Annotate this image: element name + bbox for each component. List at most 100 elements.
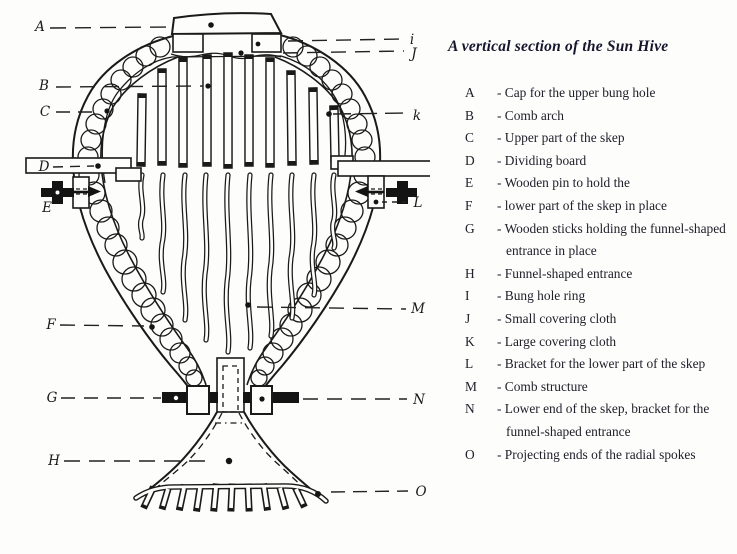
pin-arrow-left xyxy=(88,186,101,197)
dividing-board-right xyxy=(330,155,430,177)
legend-desc-line1: - Cap for the upper bung hole xyxy=(497,85,656,100)
legend-desc: - Comb arch xyxy=(497,105,564,128)
diagram-label-l: L xyxy=(413,195,423,211)
legend-desc: - Lower end of the skep, bracket for the… xyxy=(497,398,709,443)
legend-row: M - Comb structure xyxy=(465,376,737,399)
legend-desc-line1: - Upper part of the skep xyxy=(497,130,625,146)
legend-key: L xyxy=(465,356,474,372)
legend-key: F xyxy=(465,197,473,213)
legend-desc-line1: - Bracket for the lower part of the skep xyxy=(497,356,706,372)
bung-ring-right xyxy=(251,33,282,53)
legend-key: A xyxy=(465,85,475,100)
legend-desc-line2: entrance in place xyxy=(506,243,597,259)
legend-desc: - Bung hole ring xyxy=(497,285,585,308)
wooden-pin-right xyxy=(355,175,417,209)
legend-desc-line1: - Lower end of the skep, bracket for the xyxy=(497,401,710,417)
diagram-label-k: k xyxy=(413,108,421,124)
legend-key: K xyxy=(465,333,475,349)
diagram-labels: A B C D E F G H i J k L M N O xyxy=(33,19,426,500)
legend-desc-line1: - Comb arch xyxy=(497,107,564,123)
wooden-pin-left xyxy=(41,176,101,209)
legend-row: L - Bracket for the lower part of the sk… xyxy=(465,353,737,376)
legend-desc-line1: - Bung hole ring xyxy=(497,288,586,304)
bung-ring-left xyxy=(172,33,204,53)
legend-desc: - Funnel-shaped entrance xyxy=(497,263,632,286)
legend-desc-line1: - Funnel-shaped entrance xyxy=(497,265,633,281)
legend-row: B - Comb arch xyxy=(465,105,737,128)
diagram-label-n: N xyxy=(412,392,426,408)
legend-desc: - Comb structure xyxy=(497,376,588,399)
diagram-label-h: H xyxy=(47,453,60,469)
legend-row: E - Wooden pin to hold the xyxy=(465,172,737,195)
diagram-label-f: F xyxy=(45,317,56,333)
legend-key: J xyxy=(465,310,471,326)
legend-desc: - Dividing board xyxy=(497,150,586,173)
neck xyxy=(216,357,245,413)
legend-row: F - lower part of the skep in place xyxy=(465,195,737,218)
diagram-label-i: i xyxy=(410,32,414,48)
diagram-label-b: B xyxy=(38,78,49,94)
legend-desc: - lower part of the skep in place xyxy=(497,195,667,218)
legend-desc: - Wooden pin to hold the xyxy=(497,172,630,195)
legend-row: K - Large covering cloth xyxy=(465,331,737,354)
legend-desc-line1: - Wooden pin to hold the xyxy=(497,175,630,191)
diagram-label-g: G xyxy=(47,390,58,406)
legend-key: N xyxy=(465,401,475,417)
legend-desc-line1: - Small covering cloth xyxy=(497,310,617,326)
hive-diagram: A B C D E F G H i J k L M N O xyxy=(25,12,430,554)
legend-row: H - Funnel-shaped entrance xyxy=(465,263,737,286)
legend-row: O - Projecting ends of the radial spokes xyxy=(465,444,737,467)
legend-row: J - Small covering cloth xyxy=(465,308,737,331)
legend-desc: - Bracket for the lower part of the skep xyxy=(497,353,705,376)
legend-desc-line1: - Dividing board xyxy=(497,152,587,168)
legend-key: I xyxy=(465,288,470,304)
legend-desc-line1: - Projecting ends of the radial spokes xyxy=(497,446,696,462)
diagram-label-m: M xyxy=(410,301,426,317)
legend: A vertical section of the Sun Hive A - C… xyxy=(448,38,737,466)
legend-rows: A - Cap for the upper bung hole B - Comb… xyxy=(448,82,737,466)
leader-lines xyxy=(49,26,409,493)
neck-and-sticks xyxy=(162,357,299,424)
legend-desc: - Projecting ends of the radial spokes xyxy=(497,444,696,467)
comb-structure xyxy=(140,175,334,352)
legend-desc-line1: - Large covering cloth xyxy=(497,333,617,349)
legend-key: B xyxy=(465,107,474,123)
legend-key: G xyxy=(465,220,475,236)
marker-dots xyxy=(95,22,379,497)
legend-row: D - Dividing board xyxy=(465,150,737,173)
legend-key: D xyxy=(465,152,475,168)
diagram-label-d: D xyxy=(38,159,50,175)
pin-arrow-right xyxy=(355,186,368,197)
diagram-label-e: E xyxy=(41,200,52,216)
legend-key: E xyxy=(465,175,474,191)
large-covering-cloth xyxy=(101,55,347,184)
legend-row: G - Wooden sticks holding the funnel-sha… xyxy=(465,218,737,263)
diagram-label-j: J xyxy=(408,46,418,62)
radial-spokes xyxy=(136,486,326,508)
legend-desc-line2: funnel-shaped entrance xyxy=(506,423,631,439)
legend-desc: - Wooden sticks holding the funnel-shape… xyxy=(497,218,726,263)
legend-row: N - Lower end of the skep, bracket for t… xyxy=(465,398,737,443)
funnel-entrance xyxy=(136,411,326,508)
diagram-label-a: A xyxy=(33,19,45,35)
lower-bracket-left xyxy=(186,385,210,415)
legend-key: M xyxy=(465,378,477,394)
legend-desc: - Large covering cloth xyxy=(497,331,616,354)
dividing-board-left xyxy=(25,157,142,182)
legend-row: C - Upper part of the skep xyxy=(465,127,737,150)
legend-row: A - Cap for the upper bung hole xyxy=(465,82,737,105)
diagram-label-c: C xyxy=(40,104,51,120)
legend-desc: - Upper part of the skep xyxy=(497,127,625,150)
legend-desc-line1: - Comb structure xyxy=(497,378,588,394)
legend-key: C xyxy=(465,130,474,146)
legend-desc-line1: - lower part of the skep in place xyxy=(497,197,667,213)
legend-title: A vertical section of the Sun Hive xyxy=(448,38,669,55)
legend-row: I - Bung hole ring xyxy=(465,285,737,308)
legend-key: O xyxy=(465,446,475,462)
legend-desc: - Cap for the upper bung hole xyxy=(497,82,655,105)
cap-and-bung-ring xyxy=(170,12,283,53)
legend-desc: - Small covering cloth xyxy=(497,308,616,331)
diagram-label-o: O xyxy=(415,484,426,500)
legend-desc-line1: - Wooden sticks holding the funnel-shape… xyxy=(497,220,726,236)
